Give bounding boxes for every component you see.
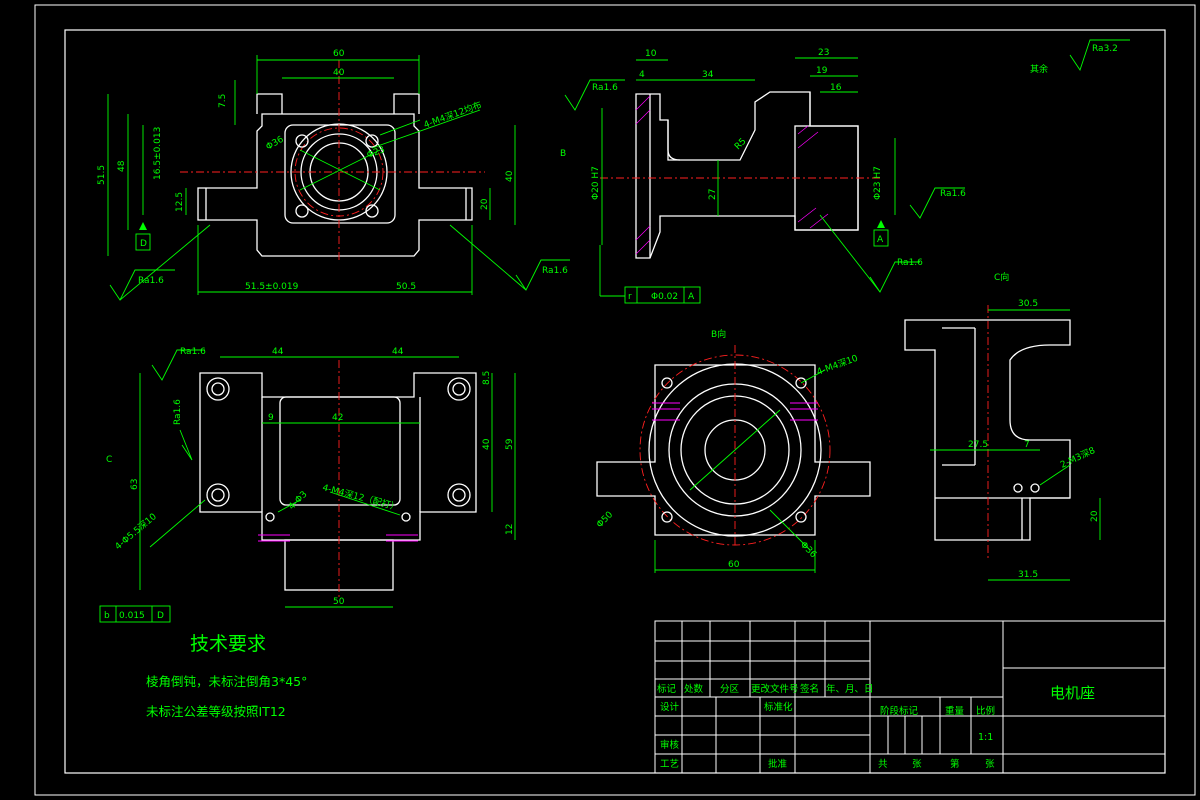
ra-front-left: Ra1.6 <box>138 276 164 286</box>
dim-c-7: 7 <box>1024 440 1030 450</box>
b-view-title: B向 <box>711 328 726 340</box>
dim-10: 10 <box>645 49 657 59</box>
side-view-labels: 10 4 34 23 19 16 Ra1.6 R5 Φ20 H7 27 Φ23 … <box>560 48 966 302</box>
dim-7-5: 7.5 <box>218 94 228 108</box>
top-view <box>99 349 516 623</box>
dim-60: 60 <box>333 49 345 59</box>
dim-12-5: 12.5 <box>175 192 185 212</box>
dim-c-31-5: 31.5 <box>1018 570 1038 580</box>
tech-req-line-1: 棱角倒钝，未标注倒角3*45° <box>146 674 307 689</box>
inner-frame <box>64 29 1166 774</box>
view-arrow-c: C <box>106 455 112 465</box>
b-view <box>596 345 871 573</box>
dim-48: 48 <box>117 160 127 172</box>
dim-c-30-5: 30.5 <box>1018 299 1038 309</box>
tol-symbol: r <box>628 292 632 302</box>
roughness-note: 其余 Ra3.2 <box>1030 39 1130 75</box>
dim-4: 4 <box>639 70 645 80</box>
dim-23: 23 <box>818 48 829 58</box>
tb-standardize: 标准化 <box>764 701 793 713</box>
tb-scale-value: 1:1 <box>978 732 993 743</box>
tb-change-doc: 更改文件号 <box>751 683 799 695</box>
ra-side-bottom: Ra1.6 <box>897 258 923 268</box>
dim-phi20-h7: Φ20 H7 <box>591 166 601 200</box>
tol-value: Φ0.02 <box>651 292 678 302</box>
dim-51-5: 51.5 <box>97 165 107 185</box>
tol-datum: A <box>688 292 695 302</box>
tb-count: 处数 <box>684 683 704 695</box>
ra-top-side: Ra1.6 <box>173 399 183 425</box>
tb-date: 年、月、日 <box>826 683 874 695</box>
dim-20: 20 <box>480 198 490 210</box>
tech-req-title: 技术要求 <box>190 633 266 655</box>
drawing-title: 电机座 <box>1050 684 1095 702</box>
dim-51-5-bottom: 51.5±0.019 <box>245 282 299 292</box>
tb-scale-label: 比例 <box>976 705 995 717</box>
tb-sheets-1: 张 <box>912 759 922 770</box>
technical-requirements: 技术要求 棱角倒钝，未标注倒角3*45° 未标注公差等级按照IT12 <box>146 633 307 719</box>
tol-d: D <box>157 611 164 621</box>
dim-34: 34 <box>702 70 714 80</box>
datum-d: D <box>140 239 147 249</box>
view-arrow-b: B <box>560 149 566 159</box>
dim-c-27-5: 27.5 <box>968 440 988 450</box>
tb-weight: 重量 <box>945 705 965 717</box>
dim-19: 19 <box>816 66 828 76</box>
dim-63: 63 <box>130 479 140 490</box>
tb-zone: 分区 <box>720 684 740 695</box>
c-view <box>904 305 1101 581</box>
outer-border <box>34 4 1196 796</box>
dim-16: 16 <box>830 83 842 93</box>
tech-req-line-2: 未标注公差等级按照IT12 <box>146 704 286 719</box>
other-label: 其余 <box>1030 63 1048 75</box>
dim-8-5: 8.5 <box>482 371 492 385</box>
dim-40-top: 40 <box>333 68 345 78</box>
dim-c-20: 20 <box>1090 510 1100 522</box>
tb-design: 设计 <box>660 701 680 713</box>
c-view-title: C向 <box>994 271 1009 283</box>
ra-top-left: Ra1.6 <box>180 347 206 357</box>
dim-40: 40 <box>482 438 492 450</box>
dim-b-60: 60 <box>728 560 740 570</box>
dim-phi23-h7: Φ23 H7 <box>873 166 883 200</box>
datum-a: A <box>877 235 884 245</box>
side-view <box>564 57 965 304</box>
front-view <box>107 55 570 301</box>
dim-27: 27 <box>708 189 718 200</box>
dim-40-right: 40 <box>505 170 515 182</box>
dim-59: 59 <box>505 438 515 450</box>
dim-42: 42 <box>332 413 343 423</box>
other-ra: Ra3.2 <box>1092 44 1118 54</box>
tb-total: 共 <box>878 759 888 770</box>
tb-signature: 签名 <box>800 683 819 695</box>
title-block <box>654 620 1166 774</box>
tol-0-015: 0.015 <box>119 611 145 621</box>
dim-16-5: 16.5±0.013 <box>153 127 163 180</box>
tb-process: 工艺 <box>660 759 679 770</box>
ra-side-top: Ra1.6 <box>592 83 618 93</box>
tb-review: 审核 <box>660 739 680 751</box>
dim-50: 50 <box>333 597 345 607</box>
tb-nth: 第 <box>950 758 960 770</box>
tb-sheets-2: 张 <box>985 759 995 770</box>
dim-12: 12 <box>505 524 515 535</box>
dim-44-left: 44 <box>272 347 284 357</box>
tb-approve: 批准 <box>768 758 788 770</box>
dim-44-right: 44 <box>392 347 404 357</box>
dim-9: 9 <box>268 413 274 423</box>
dim-50-5: 50.5 <box>396 282 416 292</box>
title-block-text: 标记 处数 分区 更改文件号 签名 年、月、日 设计 标准化 阶段标记 重量 比… <box>657 683 1095 770</box>
ra-side-right: Ra1.6 <box>940 189 966 199</box>
tol-b: b <box>104 611 110 621</box>
tb-mark: 标记 <box>657 683 677 695</box>
ra-front-right: Ra1.6 <box>542 266 568 276</box>
tb-stage-mark: 阶段标记 <box>880 705 919 717</box>
